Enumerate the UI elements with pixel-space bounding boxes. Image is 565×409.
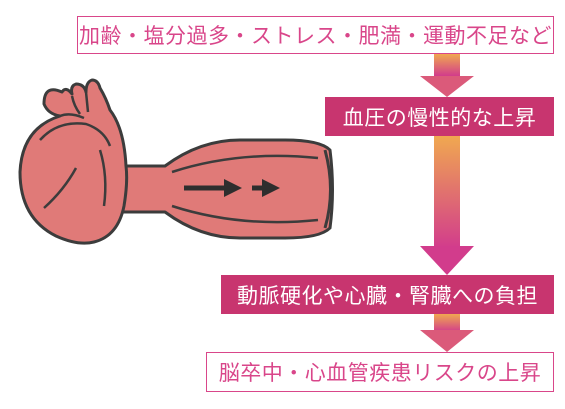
risk-increase-label: 脳卒中・心血管疾患リスクの上昇 bbox=[218, 361, 542, 385]
flow-arrow-1 bbox=[420, 54, 474, 97]
blood-flow-arrow-icon bbox=[184, 179, 242, 197]
blood-flow-arrow-icon bbox=[252, 179, 280, 197]
causes-label: 加齢・塩分過多・ストレス・肥満・運動不足など bbox=[79, 24, 552, 48]
flow-arrow-3 bbox=[420, 314, 474, 352]
flow-arrow-2 bbox=[420, 136, 474, 275]
causes-box: 加齢・塩分過多・ストレス・肥満・運動不足など bbox=[77, 16, 554, 54]
organ-burden-box: 動脈硬化や心臓・腎臓への負担 bbox=[221, 275, 554, 314]
organ-burden-label: 動脈硬化や心臓・腎臓への負担 bbox=[237, 283, 538, 308]
chronic-hypertension-label: 血圧の慢性的な上昇 bbox=[342, 105, 537, 130]
chronic-hypertension-box: 血圧の慢性的な上昇 bbox=[325, 97, 554, 136]
heart-icon bbox=[18, 78, 129, 245]
risk-increase-box: 脳卒中・心血管疾患リスクの上昇 bbox=[206, 352, 554, 392]
